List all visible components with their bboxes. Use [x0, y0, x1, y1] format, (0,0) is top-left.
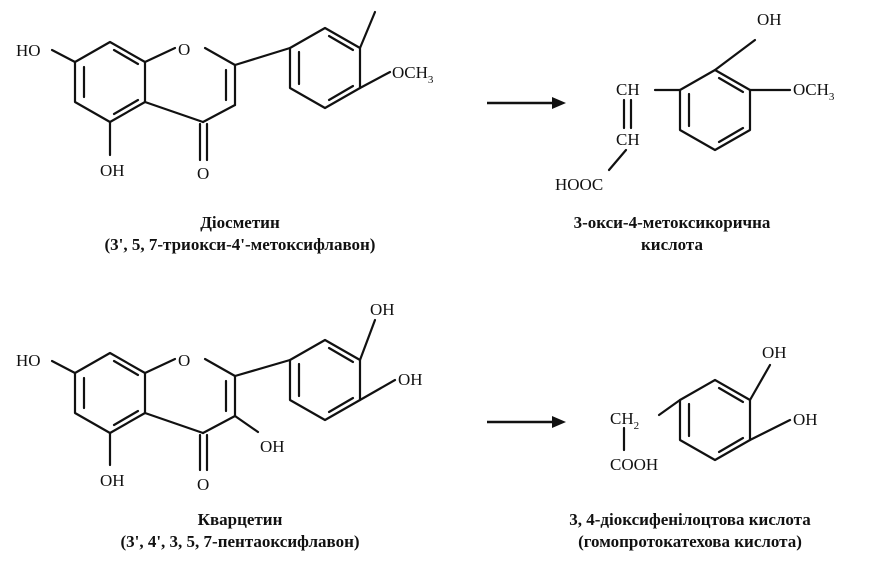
diosmetin-structure: [50, 10, 392, 162]
quercetin-oh3-label: OH: [260, 437, 285, 456]
homoprotocatechuic-ch2-label: CH2: [610, 409, 639, 432]
quercetin-systematic-name: (3', 4', 3, 5, 7-пентаоксифлавон): [120, 532, 359, 551]
homoprotocatechuic-acid-trivial-name: (гомопротокатехова кислота): [578, 532, 802, 551]
quercetin-ring-oxygen-label: O: [178, 351, 190, 370]
homoprotocatechuic-acid-name: 3, 4-діоксифенілоцтова кислота: [569, 510, 811, 529]
reaction-arrow-1: [487, 97, 566, 109]
cinnamic-carboxyl-label: HOOC: [555, 175, 603, 194]
quercetin-name: Кварцетин: [198, 510, 283, 529]
cinnamic-ch-b-label: CH: [616, 130, 640, 149]
methoxycinnamic-acid-structure: [607, 38, 792, 172]
quercetin-carbonyl-oxygen-label: O: [197, 475, 209, 494]
diosmetin-systematic-name: (3', 5, 7-триокси-4'-метоксифлавон): [105, 235, 376, 254]
quercetin-oh5-label: OH: [100, 471, 125, 490]
quercetin-structure: [50, 318, 397, 472]
diosmetin-oh7-label: HO: [16, 41, 41, 60]
homoprotocatechuic-oh4-label: OH: [793, 410, 818, 429]
diosmetin-ring-oxygen-label: O: [178, 40, 190, 59]
homoprotocatechuic-acid-structure: [622, 363, 792, 462]
cinnamic-methoxy-label: OCH3: [793, 80, 835, 103]
quercetin-oh3prime-label: OH: [370, 300, 395, 319]
diosmetin-oh5-label: OH: [100, 161, 125, 180]
quercetin-oh4prime-label: OH: [398, 370, 423, 389]
cinnamic-acid-name-line2: кислота: [641, 235, 704, 254]
homoprotocatechuic-carboxyl-label: COOH: [610, 455, 658, 474]
homoprotocatechuic-oh3-label: OH: [762, 343, 787, 362]
diosmetin-name: Діосметин: [200, 213, 280, 232]
cinnamic-ch-a-label: CH: [616, 80, 640, 99]
diosmetin-carbonyl-oxygen-label: O: [197, 164, 209, 183]
cinnamic-oh-label: OH: [757, 10, 782, 29]
quercetin-oh7-label: HO: [16, 351, 41, 370]
diosmetin-methoxy-label: OCH3: [392, 63, 434, 86]
reaction-arrow-2: [487, 416, 566, 428]
cinnamic-acid-name: 3-окси-4-метоксикорична: [574, 213, 771, 232]
